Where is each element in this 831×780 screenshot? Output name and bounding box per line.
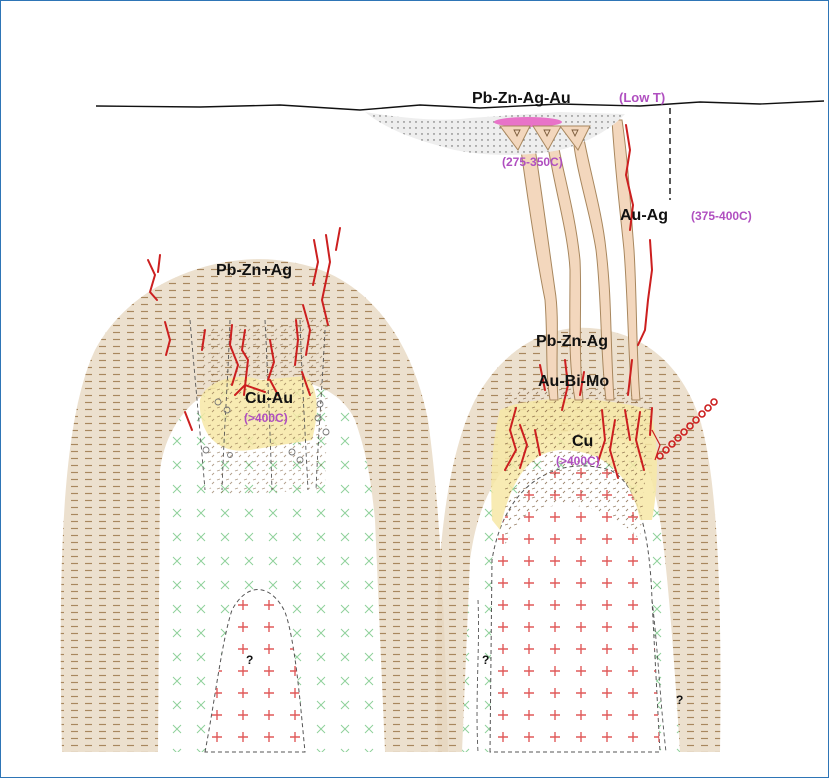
left-unknown-mark: ? xyxy=(246,653,253,667)
top-temp-label: (Low T) xyxy=(619,90,665,105)
ground-surface xyxy=(96,101,824,110)
right-pbzn-label: Pb-Zn-Ag xyxy=(536,333,608,350)
left-temp-label: (>400C) xyxy=(244,411,288,425)
left-pbzn-label: Pb-Zn+Ag xyxy=(216,262,292,279)
right-unknown-mark-1: ? xyxy=(482,653,489,667)
right-system: Pb-Zn-Ag Au-Bi-Mo Cu (>400C) ? ? xyxy=(436,120,720,752)
left-cuau-label: Cu-Au xyxy=(245,390,293,407)
auag-temp-label: (375-400C) xyxy=(691,209,752,223)
epithermal-temp-label: (275-350C) xyxy=(502,155,563,169)
right-temp-label: (>400C) xyxy=(556,454,600,468)
right-cu-label: Cu xyxy=(572,433,593,450)
surface-zone: Pb-Zn-Ag-Au (Low T) (275-350C) Au-Ag (37… xyxy=(96,90,824,224)
auag-label: Au-Ag xyxy=(620,207,668,224)
left-system: Pb-Zn+Ag Cu-Au (>400C) ? xyxy=(61,228,448,752)
right-unknown-mark-2: ? xyxy=(676,693,683,707)
right-aubimo-label: Au-Bi-Mo xyxy=(538,373,609,390)
top-metals-label: Pb-Zn-Ag-Au xyxy=(472,90,571,107)
